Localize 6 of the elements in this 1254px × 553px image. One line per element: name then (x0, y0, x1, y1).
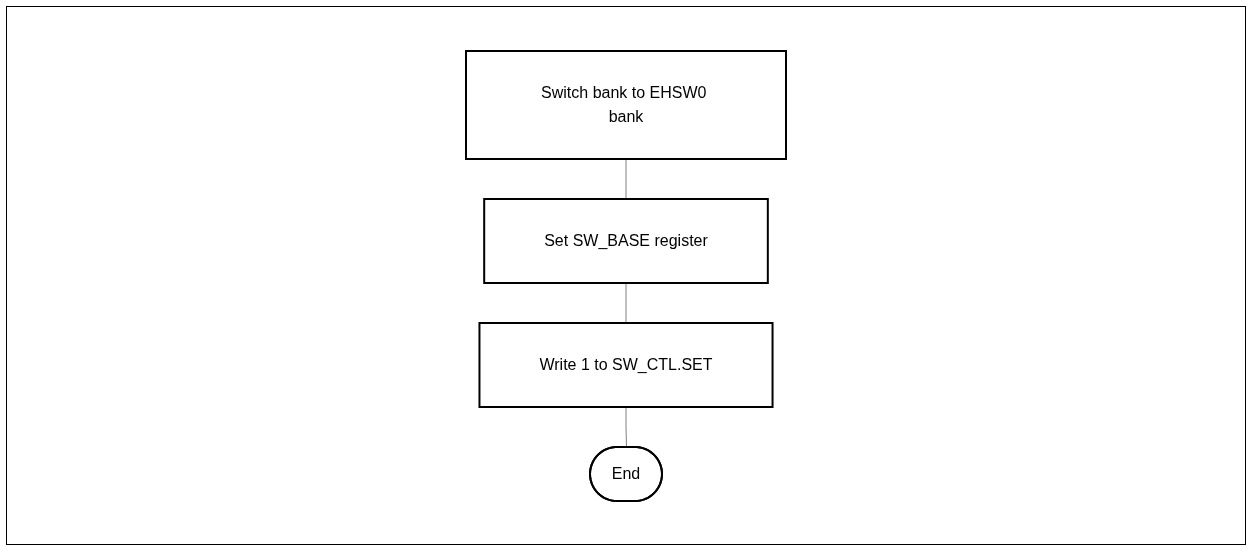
node-box: Set SW_BASE register (483, 197, 769, 284)
connector (625, 158, 627, 199)
node-box: Write 1 to SW_CTL.SET (478, 321, 774, 408)
connector (625, 406, 627, 448)
connector (625, 282, 627, 323)
node-box: Switch bank to EHSW0 bank (465, 49, 787, 160)
